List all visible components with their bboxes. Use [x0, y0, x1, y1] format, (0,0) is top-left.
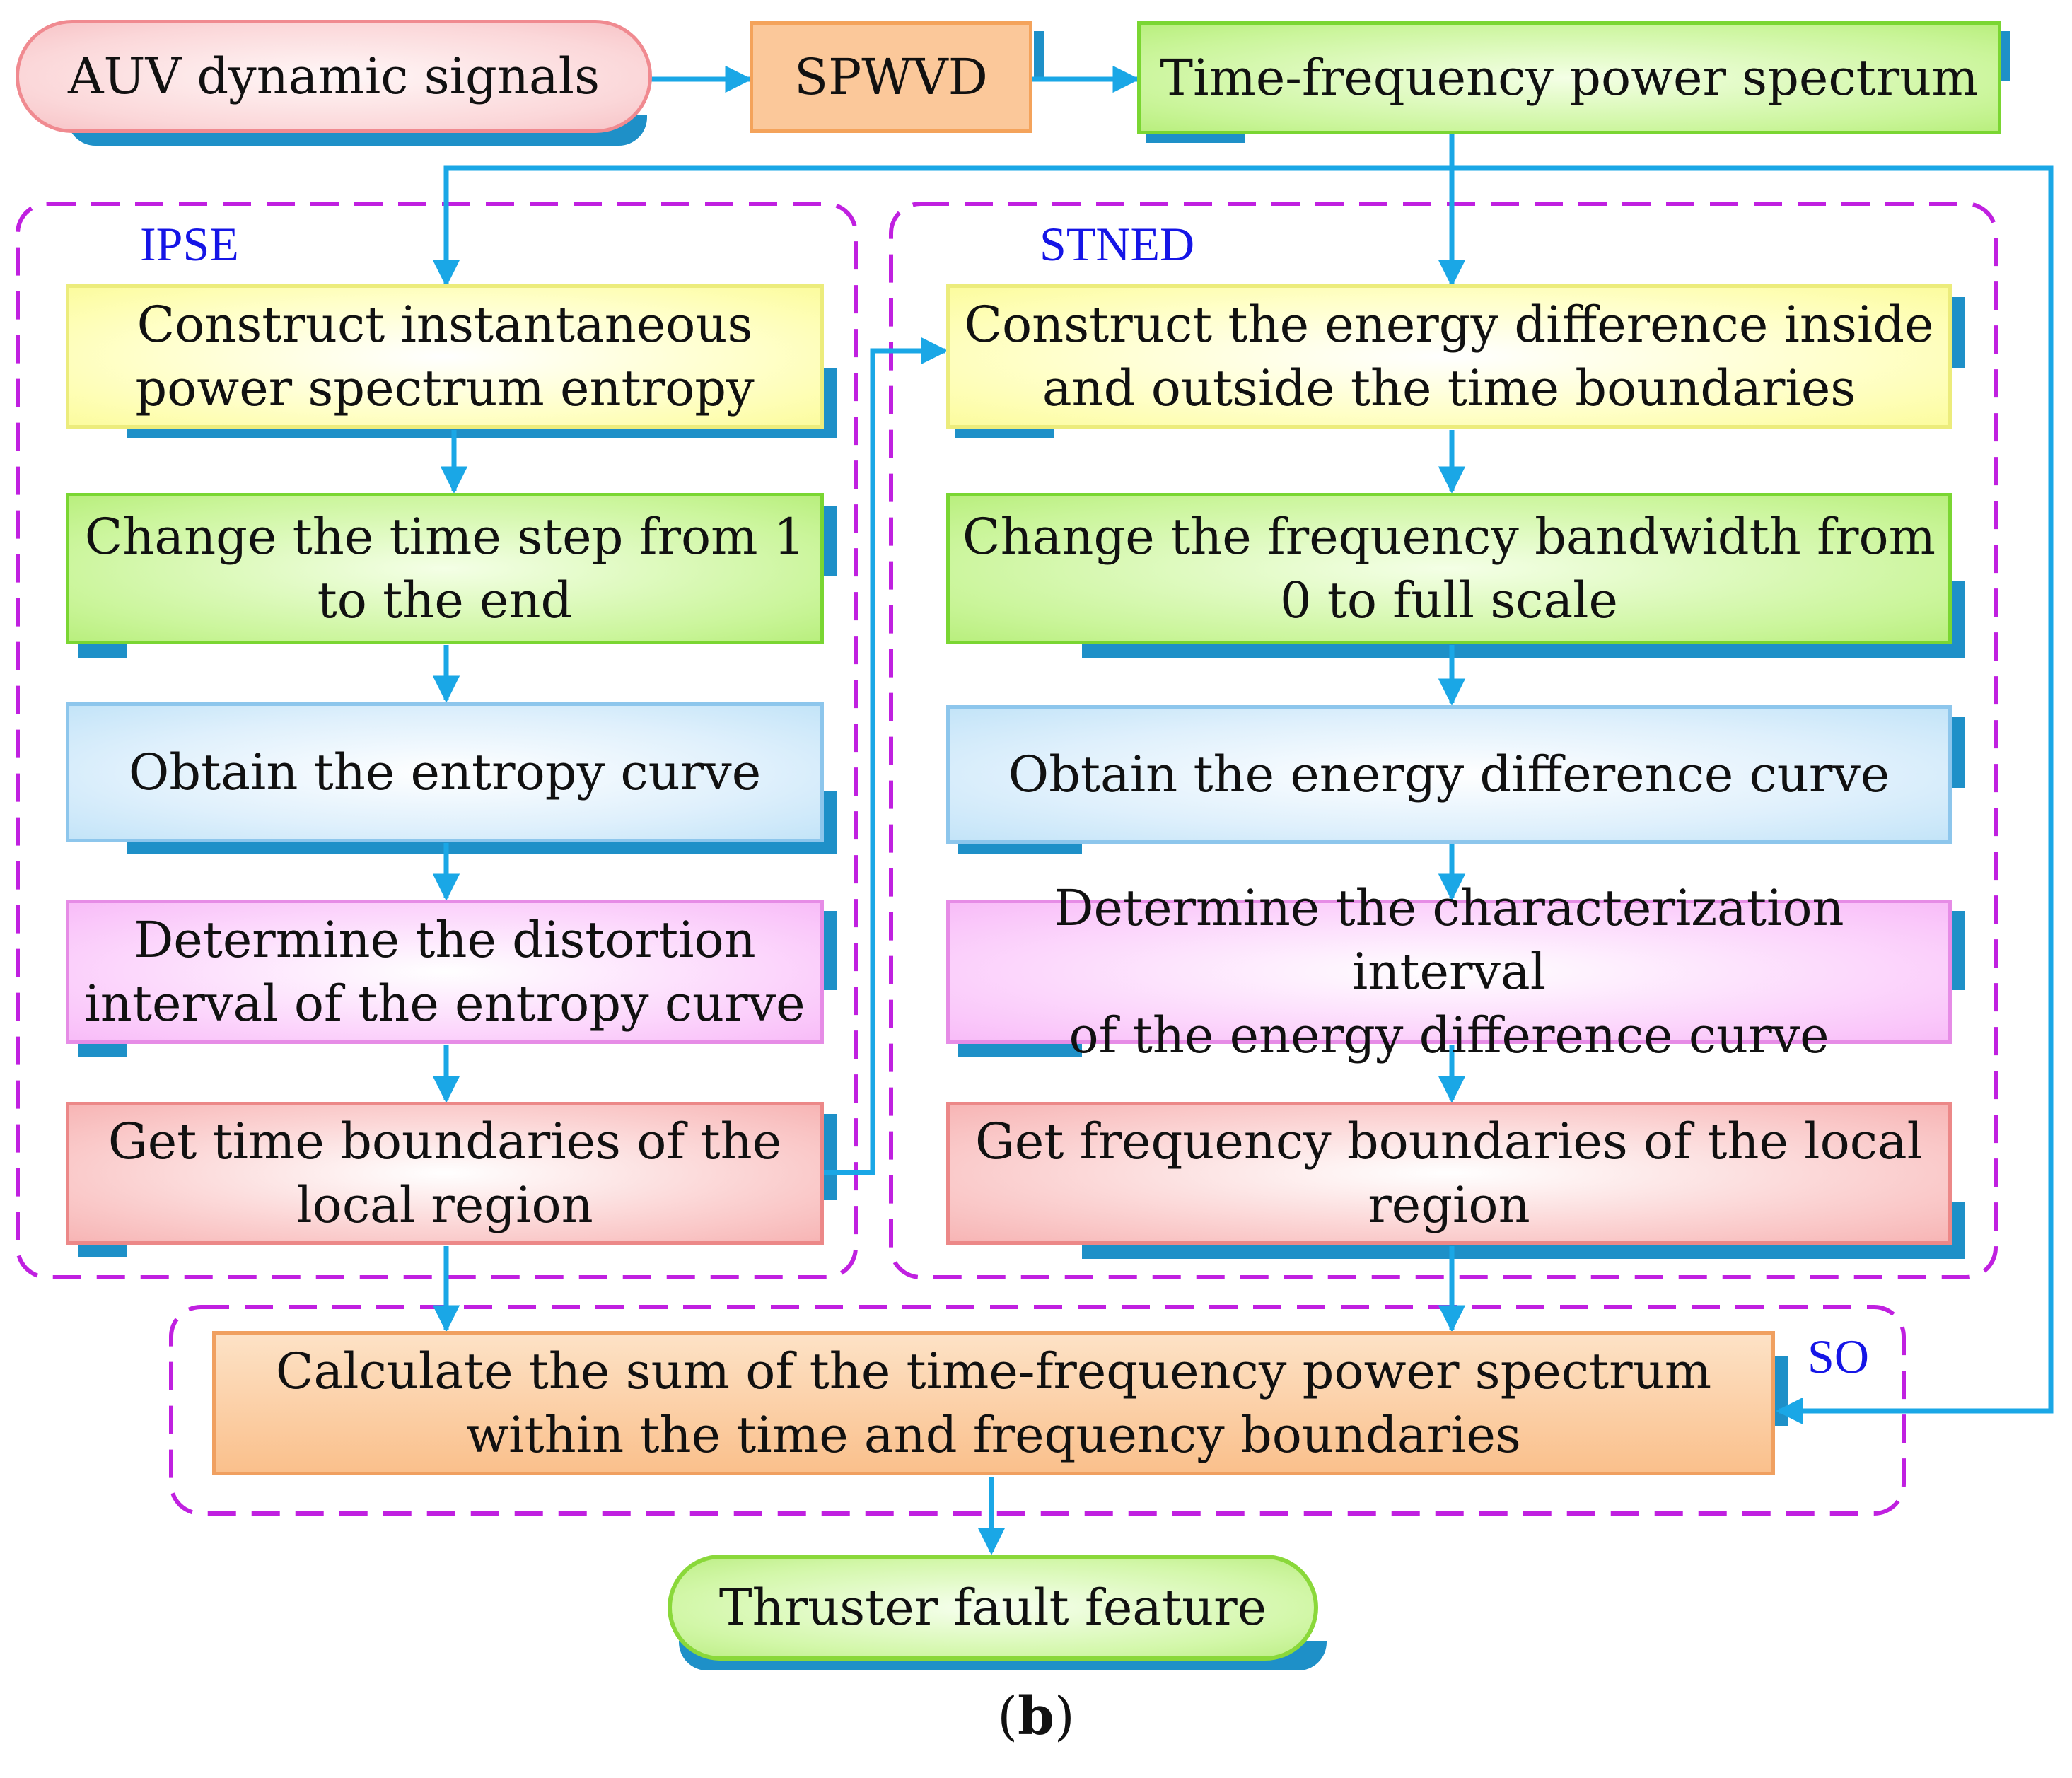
shadow-ipse2-side	[822, 506, 837, 576]
group-label-stned: STNED	[1040, 217, 1195, 271]
shadow-stned2-side	[1950, 581, 1965, 658]
caption-letter: b	[1018, 1686, 1054, 1747]
node-so-calculate-sum: Calculate the sum of the time-frequency …	[212, 1331, 1775, 1475]
shadow-stned2-bottom	[1082, 642, 1965, 658]
caption-close-paren: )	[1054, 1686, 1075, 1747]
arrow-tfps-to-so	[1452, 165, 2054, 1425]
node-stned-get-frequency-boundaries: Get frequency boundaries of the local re…	[946, 1102, 1952, 1245]
caption-open-paren: (	[997, 1686, 1018, 1747]
shadow-stned1-bottom	[955, 427, 1054, 438]
group-label-ipse: IPSE	[140, 217, 239, 271]
shadow-ipse3-side	[822, 791, 837, 854]
shadow-tfps-bottom	[1146, 133, 1245, 143]
group-border-stned	[889, 202, 1998, 1279]
shadow-stned1-side	[1950, 297, 1965, 368]
node-ipse-obtain-entropy-curve: Obtain the entropy curve	[66, 702, 824, 842]
node-thruster-fault-feature: Thruster fault feature	[668, 1555, 1318, 1661]
node-ipse-determine-distortion-interval: Determine the distortion interval of the…	[66, 900, 824, 1044]
node-ipse-construct-entropy: Construct instantaneous power spectrum e…	[66, 284, 824, 429]
shadow-stned5-bottom	[1082, 1243, 1965, 1259]
shadow-ipse1-bottom	[127, 427, 837, 438]
shadow-ipse2-bottom	[78, 642, 127, 658]
shadow-ipse4-bottom	[78, 1043, 127, 1057]
shadow-stned3-bottom	[958, 842, 1082, 854]
shadow-tfps-side	[2000, 31, 2010, 81]
group-border-ipse	[16, 202, 858, 1279]
node-spwvd: SPWVD	[750, 21, 1032, 133]
shadow-ipse1-side	[822, 368, 837, 437]
node-ipse-get-time-boundaries: Get time boundaries of the local region	[66, 1102, 824, 1245]
arrow-tfps-to-ipse1	[432, 165, 1452, 287]
shadow-stned4-bottom	[958, 1043, 1082, 1057]
node-ipse-change-time-step: Change the time step from 1 to the end	[66, 493, 824, 644]
shadow-stned4-side	[1950, 911, 1965, 990]
arrow-ipse5-to-stned1	[822, 337, 948, 1175]
figure-caption: (b)	[965, 1685, 1107, 1748]
node-stned-determine-characterization-interval: Determine the characterization interval …	[946, 879, 1952, 1064]
shadow-ipse5-side	[822, 1114, 837, 1200]
node-auv-dynamic-signals: AUV dynamic signals	[16, 20, 652, 133]
shadow-ipse5-bottom	[78, 1243, 127, 1257]
node-stned-change-frequency-bandwidth: Change the frequency bandwidth from 0 to…	[946, 493, 1952, 644]
node-time-frequency-power-spectrum: Time-frequency power spectrum	[1137, 21, 2001, 134]
node-stned-construct-energy-difference: Construct the energy difference inside a…	[946, 284, 1952, 429]
shadow-ipse3-bottom	[127, 842, 837, 854]
shadow-spwvd	[1034, 31, 1044, 81]
group-label-so: SO	[1808, 1330, 1869, 1383]
node-stned-obtain-energy-difference-curve: Obtain the energy difference curve	[946, 705, 1952, 844]
shadow-ipse4-side	[822, 911, 837, 990]
group-border-so	[169, 1305, 1906, 1516]
shadow-stned3-side	[1950, 717, 1965, 788]
